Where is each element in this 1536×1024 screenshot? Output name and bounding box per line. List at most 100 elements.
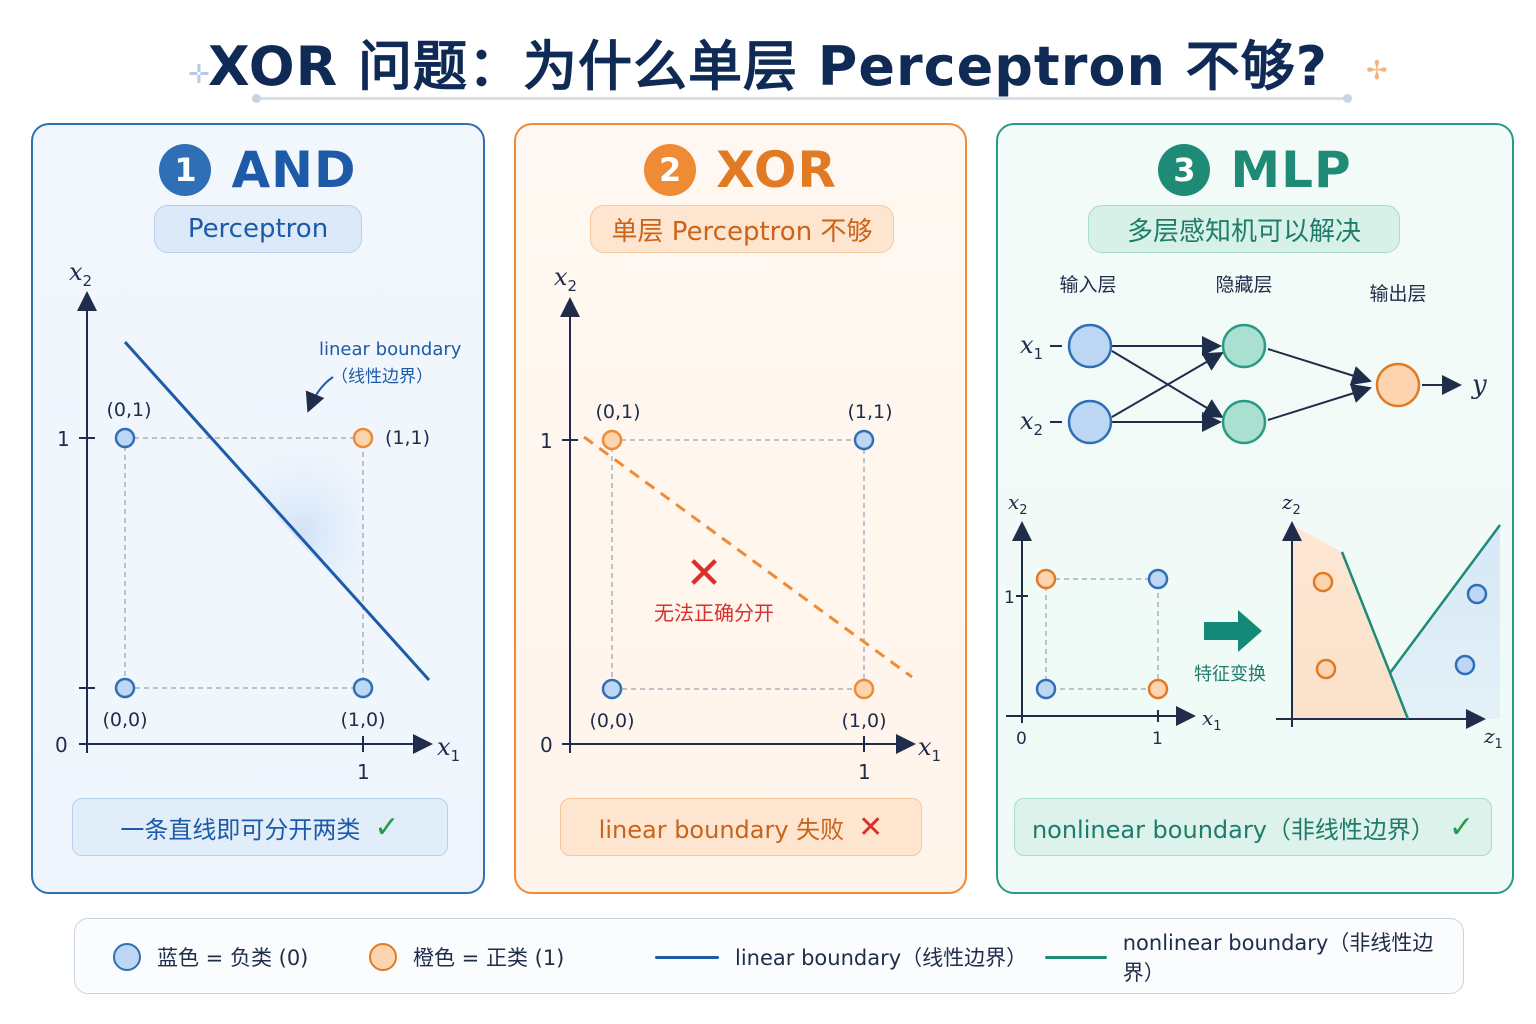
xor-fail-text: 无法正确分开 — [654, 601, 774, 625]
mlp-left-x-label: x1 — [1202, 706, 1222, 734]
and-annotation-arrow — [305, 376, 334, 413]
hidden-node-2 — [1221, 399, 1267, 445]
legend-linear-label: linear boundary（线性边界） — [735, 946, 1028, 970]
xor-fail-icon: ✕ — [686, 548, 723, 599]
mlp-right-orange-point-2 — [1315, 658, 1337, 680]
and-y-tick-1-label: 1 — [57, 427, 70, 451]
input-x2-label: x2 — [1020, 407, 1043, 439]
linear-line-icon — [655, 955, 719, 959]
and-linear-boundary — [123, 340, 431, 682]
and-points: (0,0)(0,1)(1,0)(1,1) — [102, 399, 430, 731]
mlp-right-blue-region — [1390, 525, 1500, 719]
check-icon: ✓ — [374, 809, 400, 845]
and-point — [352, 427, 374, 449]
xor-point — [853, 429, 875, 451]
xor-title: XOR — [716, 141, 837, 199]
cross-icon: ✕ — [858, 809, 884, 845]
mlp-right-blue-point-2 — [1454, 654, 1476, 676]
title-divider — [252, 94, 1352, 103]
xor-footer-text: linear boundary 失败 — [598, 815, 845, 844]
xor-footer: linear boundary 失败 ✕ — [560, 798, 922, 856]
and-x-tick-1-label: 1 — [357, 760, 370, 784]
xor-origin-label: 0 — [540, 733, 553, 757]
hidden-layer-label: 隐藏层 — [1215, 274, 1272, 296]
mlp-subtitle: 多层感知机可以解决 — [1088, 205, 1400, 253]
xor-point — [601, 429, 623, 451]
edge-h2-y — [1267, 383, 1372, 421]
mlp-left-y-label: x2 — [1008, 490, 1028, 518]
xor-panel: 2 XOR 单层 Perceptron 不够 x1 x2 1 0 1 ✕ 无法正… — [514, 123, 967, 894]
mlp-title: MLP — [1230, 141, 1352, 199]
and-point — [352, 677, 374, 699]
xor-y-axis-label: x2 — [554, 263, 577, 295]
xor-point — [601, 678, 623, 700]
legend-blue-label: 蓝色 = 负类 (0) — [157, 946, 309, 970]
and-x-axis-label: x1 — [437, 733, 460, 765]
sparkle-right-icon: ✢ — [1366, 56, 1388, 86]
and-y-axis-label: x2 — [69, 258, 92, 290]
mlp-nonlinear-boundary-lower — [1388, 672, 1410, 720]
legend-nonlinear-label: nonlinear boundary（非线性边界） — [1122, 931, 1434, 985]
mlp-footer: nonlinear boundary（非线性边界） ✓ — [1014, 798, 1492, 856]
edge-h1-y — [1267, 348, 1372, 386]
transform-arrow-icon — [1204, 610, 1262, 652]
input-x1-label: x1 — [1020, 331, 1043, 363]
xor-unit-square — [611, 439, 865, 690]
edge-x2-h1 — [1111, 351, 1224, 418]
input-node-x1 — [1067, 323, 1113, 369]
page-title: XOR 问题：为什么单层 Perceptron 不够? — [207, 35, 1329, 98]
and-point — [114, 677, 136, 699]
xor-point-label: (1,1) — [847, 401, 892, 423]
and-point — [114, 427, 136, 449]
output-layer-label: 输出层 — [1369, 283, 1426, 305]
legend-item-orange: 橙色 = 正类 (1) — [369, 919, 564, 995]
mlp-panel: 3 MLP 多层感知机可以解决 输入层 隐藏层 输出层 — [996, 123, 1514, 894]
transform-label: 特征变换 — [1194, 664, 1266, 685]
mlp-left-unit-square — [1045, 578, 1159, 690]
legend-item-linear: linear boundary（线性边界） — [655, 919, 1027, 995]
xor-point-label: (0,0) — [589, 710, 634, 732]
legend: 蓝色 = 负类 (0) 橙色 = 正类 (1) linear boundary（… — [74, 918, 1464, 994]
hidden-node-1 — [1221, 323, 1267, 369]
xor-x-tick-1-label: 1 — [858, 760, 871, 784]
and-plot: x1 x2 1 0 1 linear boundary （线性边界） (0,0)… — [55, 258, 462, 784]
and-point-label: (1,1) — [385, 427, 430, 449]
xor-number-badge: 2 — [644, 144, 697, 196]
xor-point-label: (0,1) — [595, 401, 640, 423]
and-positive-region — [203, 438, 363, 610]
mlp-left-point-01 — [1035, 568, 1057, 590]
and-annotation-en: linear boundary — [319, 339, 462, 360]
mlp-left-x-tick-label: 1 — [1152, 729, 1163, 749]
legend-item-blue: 蓝色 = 负类 (0) — [113, 919, 308, 995]
and-footer: 一条直线即可分开两类 ✓ — [72, 798, 448, 856]
input-layer-label: 输入层 — [1059, 274, 1116, 296]
and-unit-square — [124, 437, 364, 689]
nonlinear-line-icon — [1045, 955, 1107, 959]
and-subtitle: Perceptron — [154, 205, 362, 253]
and-annotation-zh: （线性边界） — [331, 367, 433, 387]
mlp-left-point-10 — [1147, 678, 1169, 700]
xor-panel-header: 2 XOR — [516, 141, 965, 199]
and-panel-header: 1 AND — [33, 141, 483, 199]
mlp-right-orange-point-1 — [1312, 571, 1334, 593]
xor-plot: x1 x2 1 0 1 ✕ 无法正确分开 (0,0)(0,1)(1,0)(1,1… — [540, 263, 941, 784]
xor-point-label: (1,0) — [841, 710, 886, 732]
and-footer-text: 一条直线即可分开两类 — [120, 815, 361, 844]
mlp-left-point-00 — [1035, 678, 1057, 700]
orange-dot-icon — [369, 943, 397, 971]
xor-points: (0,0) (0,1) (1,0) (1,1) — [589, 401, 892, 732]
network-connections — [1050, 336, 1462, 432]
xor-subtitle: 单层 Perceptron 不够 — [590, 205, 894, 253]
mlp-right-x-label: z1 — [1483, 724, 1503, 752]
legend-orange-label: 橙色 = 正类 (1) — [413, 946, 565, 970]
mlp-right-blue-point-1 — [1466, 583, 1488, 605]
xor-x-axis-label: x1 — [918, 733, 941, 765]
xor-point — [853, 678, 875, 700]
and-point-label: (0,0) — [102, 709, 147, 731]
input-node-x2 — [1067, 399, 1113, 445]
mlp-number-badge: 3 — [1158, 144, 1211, 196]
xor-failed-boundary — [583, 435, 913, 679]
mlp-left-y-tick-label: 1 — [1004, 588, 1015, 608]
and-number-badge: 1 — [159, 144, 212, 196]
check-icon: ✓ — [1448, 809, 1475, 845]
